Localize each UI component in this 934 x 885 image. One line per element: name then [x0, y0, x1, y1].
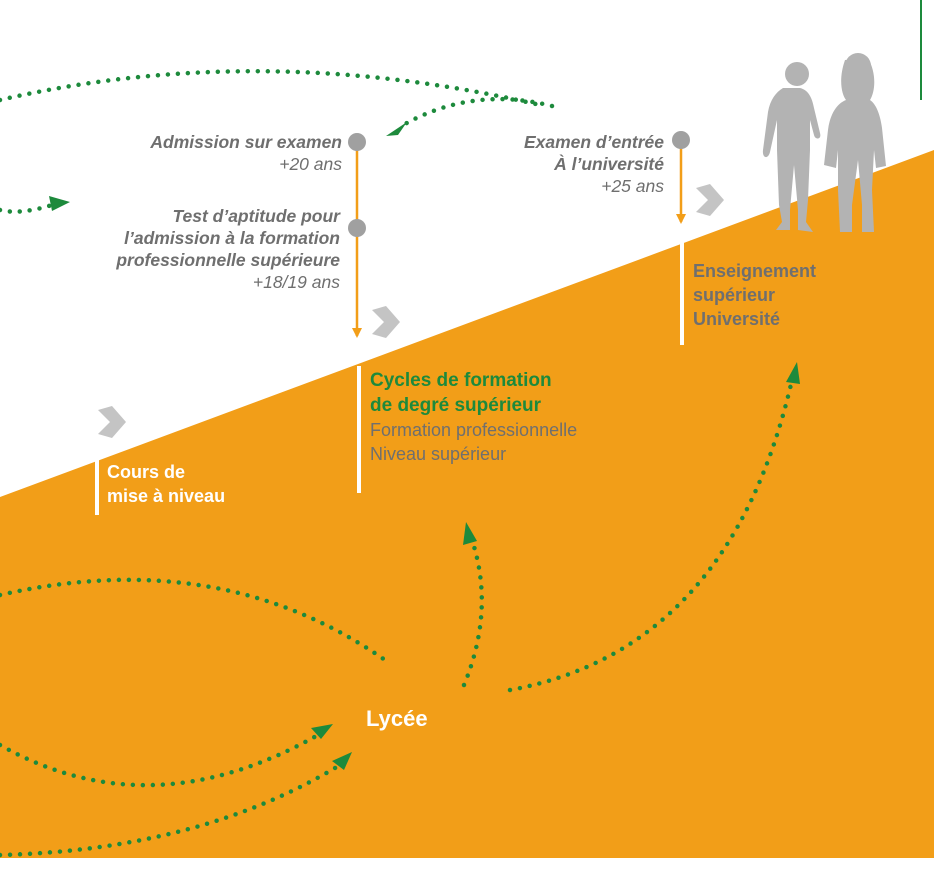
higher-cycles-label: Cycles de formation de degré supérieur F…	[370, 368, 577, 466]
higher-cycles-title1: Cycles de formation	[370, 370, 552, 391]
dotted-arrow-to-lycee-1	[0, 732, 321, 788]
people-silhouette-icon	[762, 53, 886, 232]
higher-cycles-title2: de degré supérieur	[370, 395, 542, 416]
lycee-label: Lycée	[366, 706, 428, 731]
chevron-right-icon	[98, 406, 126, 438]
remedial-courses-line1: Cours de	[107, 462, 186, 482]
dotted-arrow-to-lycee-2	[0, 762, 343, 858]
aptitude-test-age: +18/19 ans	[252, 272, 340, 292]
dotted-arrow-to-admission	[395, 96, 555, 131]
higher-education-label: Enseignement supérieur Université	[693, 259, 816, 331]
dotted-arrow-to-aptitude	[0, 202, 55, 214]
remedial-courses-label: Cours de mise à niveau	[107, 460, 225, 508]
arrowhead-to-cycles	[463, 522, 477, 545]
chevron-right-icon	[696, 184, 724, 216]
aptitude-test-line3: professionnelle supérieure	[116, 250, 340, 270]
admission-exam-label: Admission sur examen +20 ans	[150, 131, 342, 175]
aptitude-test-line2: l’admission à la formation	[124, 228, 340, 248]
dotted-arc-lower	[0, 577, 388, 663]
circle-marker-icon	[348, 219, 366, 237]
arrowhead-to-admission	[386, 122, 407, 136]
higher-cycles-sub2: Niveau supérieur	[370, 444, 507, 464]
admission-exam-age: +20 ans	[279, 154, 342, 174]
arrowhead-to-lycee-1	[311, 724, 333, 739]
higher-education-line3: Université	[693, 309, 781, 329]
university-exam-age: +25 ans	[601, 176, 664, 196]
higher-education-line2: supérieur	[693, 285, 776, 305]
circle-marker-icon	[348, 133, 366, 151]
dotted-arrow-lycee-to-cycles	[461, 537, 484, 688]
admission-exam-title: Admission sur examen	[150, 132, 342, 152]
aptitude-test-line1: Test d’aptitude pour	[172, 206, 340, 226]
arrowhead-to-lycee-2	[332, 752, 352, 770]
university-exam-label: Examen d’entrée À l’université +25 ans	[524, 131, 664, 197]
dotted-arc-top	[0, 69, 543, 108]
university-exam-line2: À l’université	[554, 154, 664, 174]
university-exam-line1: Examen d’entrée	[523, 132, 664, 152]
remedial-courses-line2: mise à niveau	[107, 486, 226, 506]
arrowhead-to-university	[786, 362, 800, 384]
dotted-arrow-lycee-to-university	[507, 377, 795, 693]
aptitude-test-label: Test d’aptitude pour l’admission à la fo…	[116, 205, 340, 293]
higher-cycles-sub1: Formation professionnelle	[370, 420, 578, 440]
chevron-right-icon	[372, 306, 400, 338]
orange-ramp	[0, 150, 934, 858]
higher-education-line1: Enseignement	[693, 261, 817, 281]
arrowhead-to-aptitude	[49, 196, 70, 211]
circle-marker-icon	[672, 131, 690, 149]
